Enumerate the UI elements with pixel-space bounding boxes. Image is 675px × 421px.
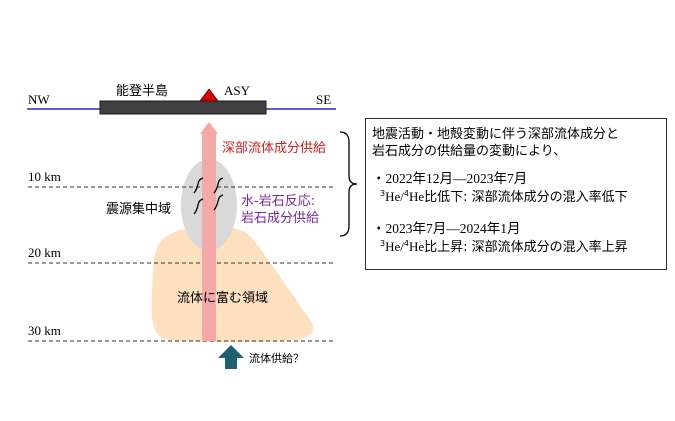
- explanation-box: 地震活動・地殻変動に伴う深部流体成分と 岩石成分の供給量の変動により、 ・202…: [365, 118, 667, 270]
- peninsula-label: 能登半島: [116, 84, 168, 99]
- depth-label-30: 30 km: [28, 323, 61, 338]
- fluid-supply-question-label: 流体供給？: [249, 351, 304, 365]
- peninsula-bar: [99, 100, 267, 115]
- period-1-heading: ・2022年12月—2023年7月: [372, 171, 528, 186]
- period-1-text: 比低下: 深部流体成分の混入率低下: [424, 190, 628, 205]
- explanation-intro-2: 岩石成分の供給量の変動により、: [372, 144, 567, 159]
- swirl-arrow-2: [213, 177, 224, 194]
- direction-east-label: SE: [316, 92, 331, 107]
- deep-fluid-arrow-shaft: [202, 133, 216, 341]
- explanation-intro-1: 地震活動・地殻変動に伴う深部流体成分と: [372, 127, 620, 142]
- depth-label-10: 10 km: [28, 169, 61, 184]
- period-2-heading: ・2023年7月—2024年1月: [372, 221, 521, 236]
- fluid-rich-region-label: 流体に富む領域: [177, 290, 268, 306]
- station-triangle: [199, 88, 219, 102]
- swirl-arrow-1: [193, 177, 204, 194]
- curly-brace: [339, 131, 358, 237]
- fluid-rich-region-shape: [151, 225, 314, 343]
- period-2-sup3: 3: [380, 239, 386, 248]
- depth-label-20: 20 km: [28, 245, 61, 260]
- period-1-sup4: 4: [403, 189, 409, 198]
- direction-west-label: NW: [28, 92, 50, 107]
- swirl-arrow-3: [193, 198, 204, 215]
- deep-fluid-supply-label: 深部流体成分供給: [222, 141, 326, 156]
- deep-fluid-arrow-head: [200, 122, 218, 134]
- fluid-supply-arrow: [218, 345, 244, 369]
- period-1-detail: 3He/4He比低下: 深部流体成分の混入率低下: [380, 188, 666, 206]
- station-label: ASY: [224, 83, 251, 98]
- period-2-he-a: He/: [385, 239, 404, 254]
- water-rock-label-1: 水-岩石反応:: [241, 194, 315, 209]
- period-1-sup3: 3: [380, 189, 386, 198]
- period-2-sup4: 4: [403, 239, 409, 248]
- period-2-text: 比上昇: 深部流体成分の混入率上昇: [424, 240, 628, 255]
- period-2-he-b: He: [408, 239, 425, 254]
- period-1-he-b: He: [408, 189, 425, 204]
- period-1-he-a: He/: [385, 189, 404, 204]
- period-2-detail: 3He/4He比上昇: 深部流体成分の混入率上昇: [380, 238, 666, 256]
- hypocenter-cluster-label: 震源集中域: [106, 201, 171, 217]
- swirl-arrow-4: [213, 194, 224, 211]
- water-rock-label-2: 岩石成分供給: [241, 211, 319, 226]
